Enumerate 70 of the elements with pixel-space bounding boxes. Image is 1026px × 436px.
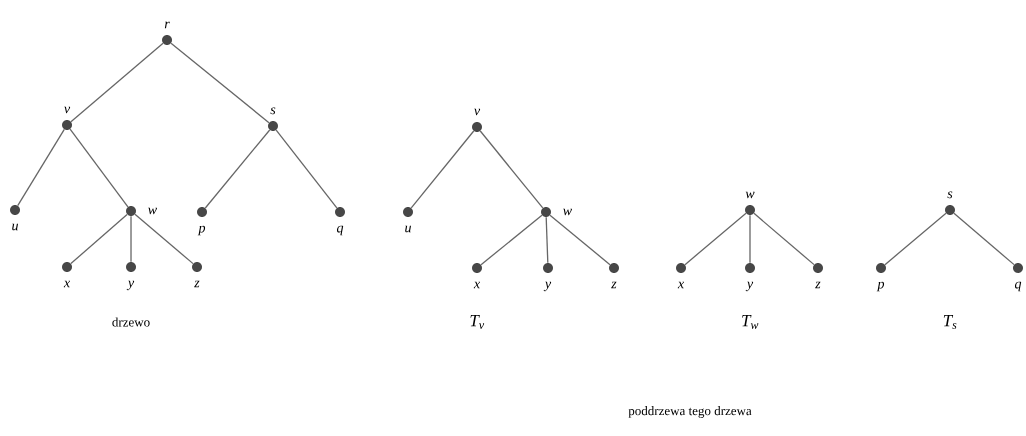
node-label: z [815, 281, 821, 289]
tree-node: z [813, 263, 823, 289]
node-label: w [563, 208, 572, 216]
tree-node: r [162, 21, 172, 45]
tree-caption: drzewo [112, 317, 150, 327]
tree-node: s [268, 107, 278, 131]
tree-node: u [10, 205, 20, 231]
subtree-caption: T$_{w}$ [742, 315, 759, 329]
tree-node: u [403, 207, 413, 233]
tree-edge [204, 129, 271, 209]
tree-node: y [745, 263, 755, 292]
node-label: s [270, 107, 276, 115]
node-label: x [473, 281, 481, 289]
node-label: y [126, 280, 135, 291]
tree-node: x [62, 262, 72, 288]
tree-edge [479, 130, 544, 209]
tree-edge [70, 213, 128, 265]
tree-node: x [676, 263, 686, 289]
tree-node: p [197, 207, 207, 236]
node-label: w [745, 191, 755, 199]
tree-node: x [472, 263, 482, 289]
node-label: x [63, 280, 71, 288]
tree-node: s [945, 191, 955, 215]
node-label: z [194, 280, 200, 288]
tree-node: y [543, 263, 553, 292]
tree-edge [70, 42, 164, 123]
tree-edge [170, 42, 270, 124]
tree-edge [545, 216, 549, 264]
node-label: w [148, 207, 157, 215]
node-label: v [474, 108, 481, 116]
tree-edge [480, 214, 543, 266]
subtree-caption: T$_{v}$ [470, 315, 485, 329]
tree-node: q [335, 207, 345, 236]
tree-node: w [541, 207, 572, 217]
tree-edge [549, 214, 611, 266]
node-label: q [1014, 281, 1022, 292]
tree-node: w [126, 206, 157, 216]
tree-node: p [876, 263, 886, 292]
tree-edge [953, 212, 1015, 266]
tree-edge [275, 129, 338, 209]
tree-edge [884, 212, 947, 266]
tree-node: q [1013, 263, 1023, 292]
tree-edge [749, 214, 751, 264]
node-label: q [336, 225, 344, 236]
tree-edge [69, 128, 129, 208]
node-label: z [611, 281, 617, 289]
node-label: x [677, 281, 685, 289]
node-label: u [12, 223, 19, 231]
node-label: y [543, 281, 552, 292]
tree-node: v [62, 106, 72, 130]
tree-edge [753, 212, 815, 266]
figure-caption: poddrzewa tego drzewa [628, 406, 752, 418]
tree-node: w [745, 191, 755, 215]
tree-node: y [126, 262, 136, 291]
tree-node: z [609, 263, 619, 289]
node-label: v [64, 106, 71, 114]
tree-edge [134, 213, 194, 265]
node-label: s [947, 191, 953, 199]
node-label: r [164, 21, 170, 29]
node-label: u [405, 225, 411, 233]
tree-edge [130, 215, 132, 263]
tree-edge [17, 128, 65, 207]
node-label: p [876, 281, 885, 292]
subtree-caption: T$_{s}$ [943, 315, 957, 329]
tree-node: v [472, 108, 482, 132]
tree-edge [410, 130, 475, 209]
node-label: p [197, 225, 206, 236]
tree-node: z [192, 262, 202, 288]
tree-edge [684, 212, 747, 266]
node-label: y [745, 281, 754, 292]
